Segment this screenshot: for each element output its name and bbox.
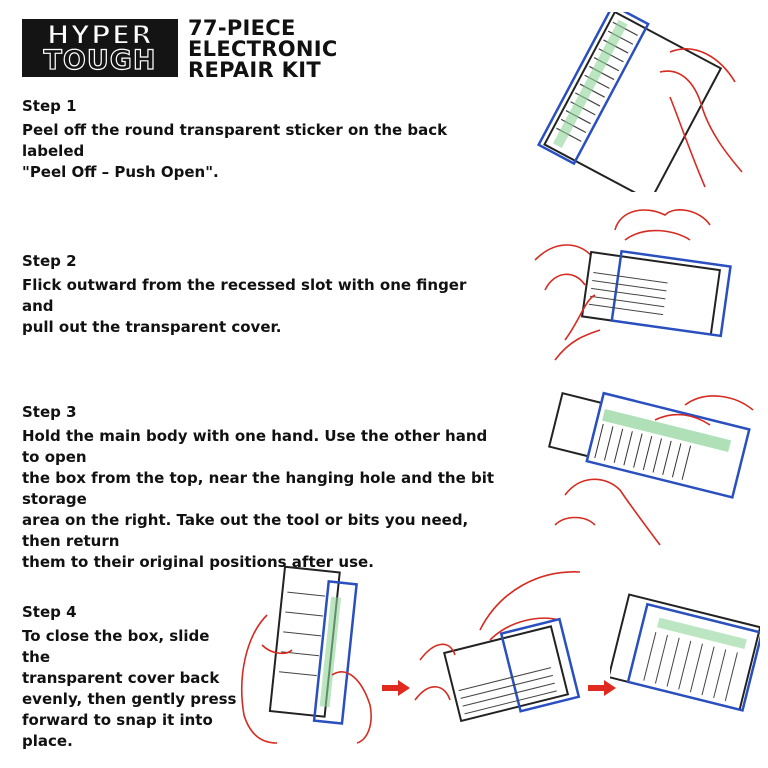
step-2-text: Flick outward from the recessed slot wit… bbox=[22, 276, 467, 336]
step-3: Step 3 Hold the main body with one hand.… bbox=[22, 403, 502, 573]
kit-title-line3: REPAIR KIT bbox=[188, 58, 321, 82]
kit-title: 77-PIECE ELECTRONIC REPAIR KIT bbox=[188, 18, 338, 81]
step-1-text: Peel off the round transparent sticker o… bbox=[22, 121, 448, 181]
brand-logo-line2: TOUGH bbox=[43, 45, 157, 76]
arrow-right-icon bbox=[382, 680, 410, 696]
step-3-text: Hold the main body with one hand. Use th… bbox=[22, 427, 495, 571]
step-4: Step 4 To close the box, slide the trans… bbox=[22, 603, 242, 752]
kit-title-line2: ELECTRONIC bbox=[188, 37, 338, 61]
step-4-illustration-a bbox=[241, 565, 372, 744]
step-4-text: To close the box, slide the transparent … bbox=[22, 627, 237, 750]
step-2: Step 2 Flick outward from the recessed s… bbox=[22, 252, 502, 338]
step-2-illustration bbox=[534, 209, 732, 361]
step-3-heading: Step 3 bbox=[22, 403, 77, 421]
brand-logo-line1: HYPER bbox=[46, 20, 154, 51]
arrow-right-icon bbox=[588, 680, 616, 696]
step-4-illustration-c bbox=[610, 593, 760, 712]
step-1: Step 1 Peel off the round transparent st… bbox=[22, 97, 502, 183]
step-3-illustration bbox=[547, 391, 754, 546]
step-1-heading: Step 1 bbox=[22, 97, 77, 115]
brand-logo: HYPER TOUGH bbox=[22, 19, 178, 77]
step-4-illustration-b bbox=[414, 571, 581, 723]
kit-title-line1: 77-PIECE bbox=[188, 16, 296, 40]
step-4-heading: Step 4 bbox=[22, 603, 77, 621]
step-2-heading: Step 2 bbox=[22, 252, 77, 270]
step-1-illustration bbox=[536, 12, 743, 192]
